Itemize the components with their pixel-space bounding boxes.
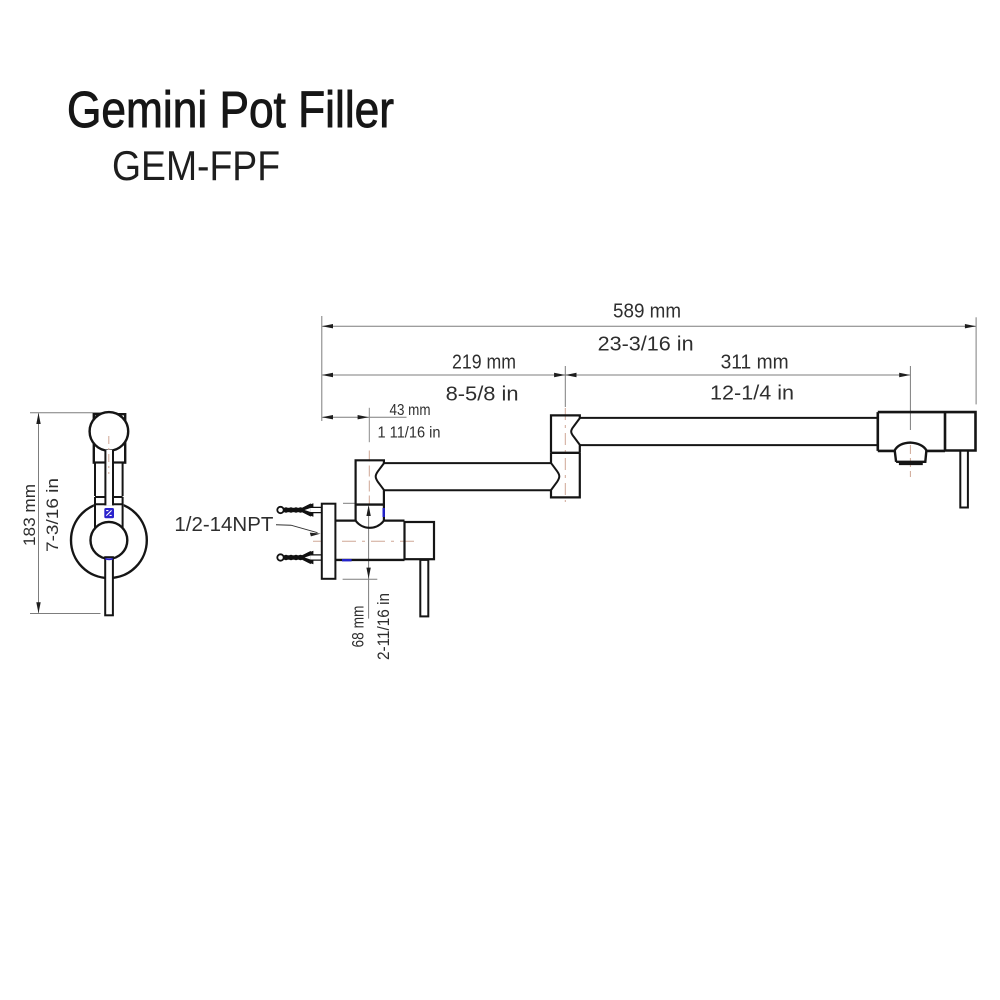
svg-text:GEM-FPF: GEM-FPF (112, 142, 280, 189)
svg-text:1/2-14NPT: 1/2-14NPT (174, 514, 273, 536)
svg-text:8-5/8 in: 8-5/8 in (446, 384, 519, 406)
svg-text:219 mm: 219 mm (452, 351, 516, 373)
svg-text:7-3/16 in: 7-3/16 in (43, 478, 62, 552)
svg-text:68 mm: 68 mm (349, 606, 368, 648)
svg-text:1 11/16 in: 1 11/16 in (378, 425, 441, 442)
svg-text:Gemini Pot Filler: Gemini Pot Filler (67, 81, 394, 138)
svg-text:589 mm: 589 mm (613, 301, 681, 323)
svg-text:183 mm: 183 mm (20, 484, 39, 546)
svg-text:12-1/4 in: 12-1/4 in (710, 383, 794, 405)
svg-text:2-11/16 in: 2-11/16 in (374, 593, 393, 660)
svg-text:311 mm: 311 mm (721, 351, 789, 373)
svg-text:23-3/16 in: 23-3/16 in (598, 334, 694, 356)
svg-text:43 mm: 43 mm (390, 402, 431, 419)
